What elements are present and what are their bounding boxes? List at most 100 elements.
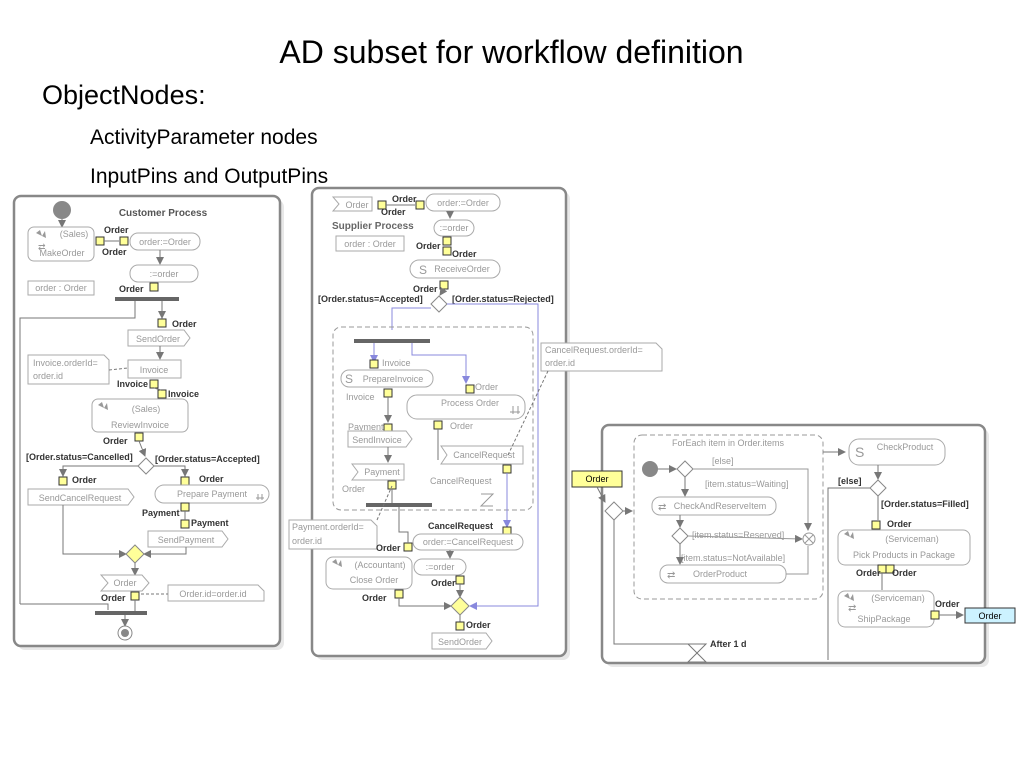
svg-text:Invoice: Invoice <box>117 379 148 389</box>
svg-text:Order: Order <box>101 593 126 603</box>
svg-text:Invoice: Invoice <box>140 365 169 375</box>
svg-text::=order: :=order <box>150 269 179 279</box>
svg-text:ReceiveOrder: ReceiveOrder <box>434 264 490 274</box>
svg-text:[item.status=NotAvailable]: [item.status=NotAvailable] <box>681 553 785 563</box>
svg-text:Order: Order <box>413 284 438 294</box>
svg-text:[Order.status=Filled]: [Order.status=Filled] <box>881 499 969 509</box>
svg-text:⇄: ⇄ <box>658 502 666 513</box>
svg-text:[else]: [else] <box>712 456 734 466</box>
svg-text:[Order.status=Accepted]: [Order.status=Accepted] <box>155 454 260 464</box>
svg-text::=order: :=order <box>440 223 469 233</box>
input-pin <box>119 236 129 246</box>
close-order-action <box>325 556 413 590</box>
svg-text:OrderProduct: OrderProduct <box>693 569 748 579</box>
svg-text:Payment: Payment <box>191 518 229 528</box>
svg-text:Invoice: Invoice <box>346 392 375 402</box>
interrupt-zigzag-icon <box>479 493 495 507</box>
invoice-note <box>27 354 110 385</box>
svg-text:PrepareInvoice: PrepareInvoice <box>363 374 424 384</box>
svg-text:CheckAndReserveItem: CheckAndReserveItem <box>674 501 767 511</box>
svg-text:SendInvoice: SendInvoice <box>352 435 402 445</box>
svg-text:Prepare Payment: Prepare Payment <box>177 489 248 499</box>
svg-text:CheckProduct: CheckProduct <box>877 442 934 452</box>
svg-text:order:=CancelRequest: order:=CancelRequest <box>423 537 514 547</box>
initial-node-icon <box>53 201 71 219</box>
input-pin <box>415 200 425 210</box>
svg-text:Process Order: Process Order <box>441 398 499 408</box>
output-pin <box>149 282 159 292</box>
review-invoice-action <box>91 398 189 433</box>
output-pin <box>442 236 452 246</box>
output-pin <box>387 480 397 490</box>
svg-text:Invoice: Invoice <box>382 358 411 368</box>
svg-text:[Order.status=Rejected]: [Order.status=Rejected] <box>452 294 554 304</box>
svg-text:SendOrder: SendOrder <box>438 637 482 647</box>
output-pin <box>134 432 144 442</box>
output-pin <box>149 379 159 389</box>
hand-icon <box>332 559 342 567</box>
svg-text:Order: Order <box>102 247 127 257</box>
svg-text:CancelRequest: CancelRequest <box>430 476 492 486</box>
svg-text:Order: Order <box>172 319 197 329</box>
input-pin <box>871 520 881 530</box>
svg-text:Payment: Payment <box>348 422 384 432</box>
svg-text:order.id: order.id <box>33 371 63 381</box>
svg-text:Payment.orderId=: Payment.orderId= <box>292 522 364 532</box>
svg-text:Pick Products in Package: Pick Products in Package <box>853 550 955 560</box>
svg-text:Payment: Payment <box>364 467 400 477</box>
send-payment-signal <box>147 530 229 548</box>
supplier-process-diagram: Order Order Order order:=Order Supplier … <box>288 186 663 660</box>
input-pin <box>455 621 465 631</box>
order-note <box>27 280 95 296</box>
input-pin <box>465 384 475 394</box>
svg-text:S: S <box>419 263 427 277</box>
svg-text:⇄: ⇄ <box>667 570 675 581</box>
hand-icon <box>98 402 108 410</box>
prepare-invoice-action <box>340 369 434 388</box>
cancel-request-event <box>440 445 524 465</box>
input-pin <box>58 476 68 486</box>
input-pin <box>369 359 379 369</box>
bullet-pins: InputPins and OutputPins <box>90 165 329 188</box>
svg-text:Payment: Payment <box>142 508 180 518</box>
output-pin <box>130 591 140 601</box>
svg-text:[item.status=Waiting]: [item.status=Waiting] <box>705 479 788 489</box>
svg-text:Order: Order <box>381 207 406 217</box>
fork-bar <box>354 339 430 343</box>
output-pin <box>95 236 105 246</box>
svg-text:Order: Order <box>452 249 477 259</box>
svg-text:Order: Order <box>416 241 441 251</box>
bullet-objectnodes: ObjectNodes: <box>42 80 206 110</box>
fork-bar <box>115 297 179 301</box>
svg-text:Invoice.orderId=: Invoice.orderId= <box>33 358 98 368</box>
bullet-activity-parameter: ActivityParameter nodes <box>90 126 318 149</box>
process-order-action <box>406 394 526 420</box>
input-pin <box>442 246 452 256</box>
svg-text:[Order.status=Accepted]: [Order.status=Accepted] <box>318 294 423 304</box>
decision-node <box>137 457 155 475</box>
svg-text:[Order.status=Cancelled]: [Order.status=Cancelled] <box>26 452 133 462</box>
slide-title: AD subset for workflow definition <box>279 34 744 70</box>
svg-text:Order: Order <box>887 519 912 529</box>
svg-text:order : Order: order : Order <box>344 239 396 249</box>
input-pin <box>180 519 190 529</box>
svg-text:order : Order: order : Order <box>35 283 87 293</box>
join-bar <box>95 611 147 615</box>
svg-text:(Sales): (Sales) <box>132 404 161 414</box>
send-order-signal <box>431 632 493 650</box>
svg-text:S: S <box>855 444 864 460</box>
svg-text:ReviewInvoice: ReviewInvoice <box>111 420 169 430</box>
interruptible-region <box>332 326 534 511</box>
check-reserve-action <box>651 496 777 516</box>
svg-text:[item.status=Reserved]: [item.status=Reserved] <box>692 530 784 540</box>
svg-text:Order: Order <box>431 578 456 588</box>
orderid-note <box>167 584 265 602</box>
send-order-signal <box>127 329 191 347</box>
input-pin <box>157 389 167 399</box>
order-assign-action <box>129 232 201 251</box>
svg-text:Order: Order <box>450 421 473 431</box>
svg-text::=order: :=order <box>426 562 455 572</box>
svg-text:Order: Order <box>199 474 224 484</box>
check-product-action <box>848 438 946 466</box>
